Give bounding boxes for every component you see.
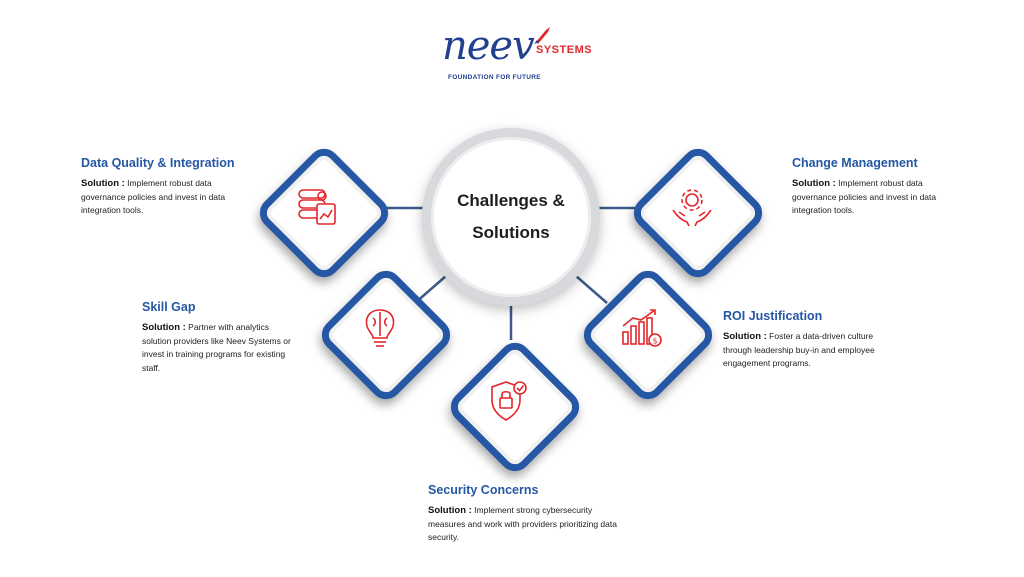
solution-text: Implement strong cybersecurity measures … [428,505,617,542]
svg-text:$: $ [653,337,658,346]
block-skill-gap: Skill Gap Solution : Partner with analyt… [142,299,292,375]
connector-lower-right [575,275,608,304]
solution-text: Implement robust data governance policie… [792,178,937,215]
text-change-management: Solution : Implement robust data governa… [792,177,952,218]
logo-tagline: FOUNDATION FOR FUTURE [448,74,541,81]
block-security: Security Concerns Solution : Implement s… [428,482,628,545]
solution-label: Solution : [81,178,125,189]
growth-chart-icon: $ [622,309,662,347]
database-icon [298,189,336,225]
text-data-quality: Solution : Implement robust data governa… [81,177,251,218]
title-roi: ROI Justification [723,309,823,323]
title-skill-gap: Skill Gap [142,300,196,314]
block-roi: ROI Justification Solution : Foster a da… [723,308,898,371]
block-data-quality: Data Quality & Integration Solution : Im… [81,155,251,218]
logo-wordmark: neev [442,23,535,69]
title-data-quality: Data Quality & Integration [81,156,235,170]
center-hub: Challenges & Solutions [422,128,600,306]
solution-label: Solution : [428,505,472,516]
neev-systems-logo: neev SYSTEMS FOUNDATION FOR FUTURE [440,23,592,84]
block-change-management: Change Management Solution : Implement r… [792,155,952,218]
rocket-icon [534,27,550,44]
title-change-management: Change Management [792,156,918,170]
solution-text: Foster a data-driven culture through lea… [723,331,875,368]
solution-label: Solution : [723,331,767,342]
center-title: Challenges & Solutions [457,191,565,242]
gear-hands-icon [672,189,712,227]
shield-lock-icon [491,381,527,421]
text-roi: Solution : Foster a data-driven culture … [723,330,898,371]
text-skill-gap: Solution : Partner with analytics soluti… [142,321,292,375]
solution-text: Implement robust data governance policie… [81,178,226,215]
solution-label: Solution : [142,322,186,333]
solution-label: Solution : [792,178,836,189]
logo-systems: SYSTEMS [536,44,593,56]
text-security: Solution : Implement strong cybersecurit… [428,504,628,545]
brain-bulb-icon [365,309,395,347]
solution-text: Partner with analytics solution provider… [142,322,291,373]
title-security: Security Concerns [428,483,539,497]
